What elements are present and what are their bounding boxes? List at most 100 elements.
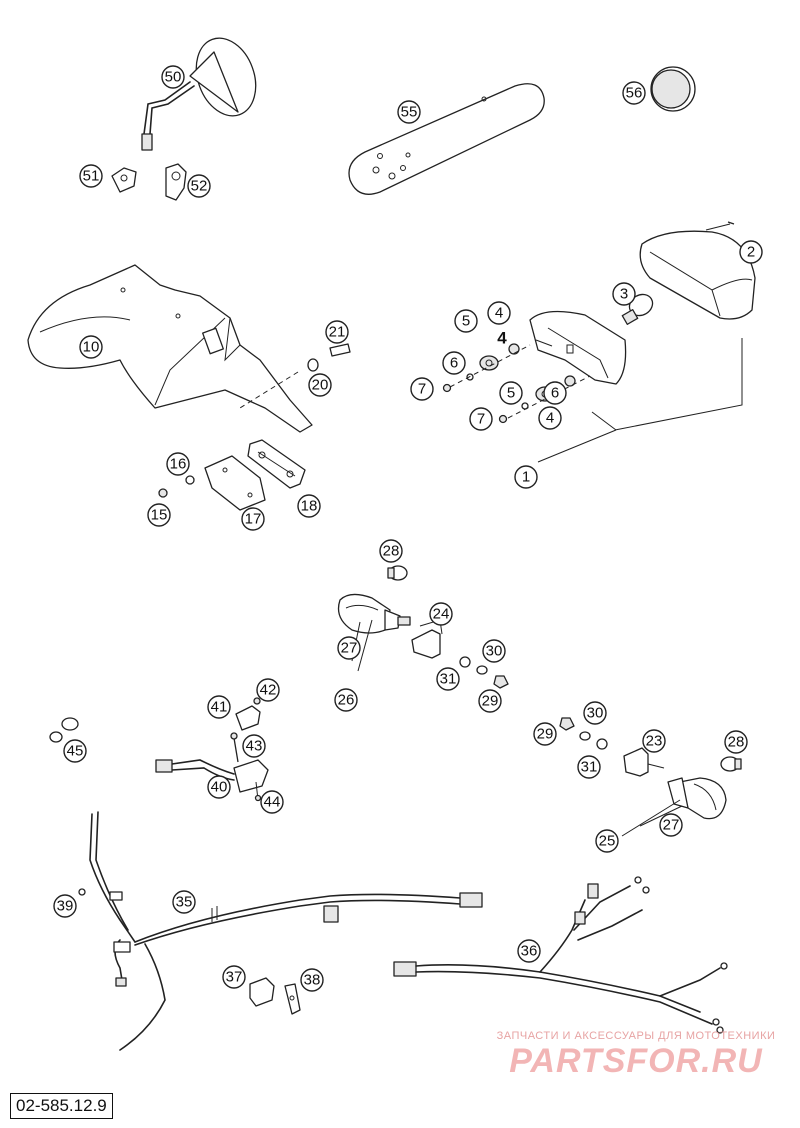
callout-number: 23	[646, 733, 663, 750]
callout-18: 18	[297, 494, 321, 518]
tail-light-part	[639, 221, 756, 320]
callout-circle	[442, 351, 466, 375]
callout-circle	[469, 407, 493, 431]
callout-28: 28	[724, 730, 748, 754]
callout-24: 24	[429, 602, 453, 626]
callout-number: 38	[304, 972, 321, 989]
callout-6: 6	[442, 351, 466, 375]
callout-circle	[517, 939, 541, 963]
callout-41: 41	[207, 695, 231, 719]
callout-circle	[454, 309, 478, 333]
callout-number: 45	[67, 743, 84, 760]
callout-number: 50	[165, 69, 182, 86]
callout-5: 5	[454, 309, 478, 333]
callout-circle	[79, 164, 103, 188]
callout-circle	[577, 755, 601, 779]
callout-circle	[242, 734, 266, 758]
callout-circle	[172, 890, 196, 914]
number-plate-part	[348, 83, 545, 195]
callout-21: 21	[325, 320, 349, 344]
callout-number: 20	[312, 377, 329, 394]
callout-number: 52	[191, 178, 208, 195]
callout-number: 18	[301, 498, 318, 515]
callout-39: 39	[53, 894, 77, 918]
rear-fender-part	[27, 264, 313, 433]
callout-number: 24	[433, 606, 450, 623]
callout-circle	[595, 829, 619, 853]
wiring-harness-rear-part	[393, 876, 728, 1034]
callout-5: 5	[499, 381, 523, 405]
callout-circle	[410, 377, 434, 401]
callout-30: 30	[482, 639, 506, 663]
callout-26: 26	[334, 688, 358, 712]
callout-number: 4	[495, 305, 503, 322]
callout-number: 10	[83, 339, 100, 356]
callout-circle	[436, 667, 460, 691]
callout-circle	[379, 539, 403, 563]
callout-circle	[222, 965, 246, 989]
callout-40: 40	[207, 775, 231, 799]
callout-number: 26	[338, 692, 355, 709]
callout-number: 4	[546, 410, 554, 427]
callout-number: 15	[151, 507, 168, 524]
callout-1: 1	[514, 465, 538, 489]
callout-circle	[642, 729, 666, 753]
callout-number: 6	[551, 385, 559, 402]
callout-number: 3	[620, 286, 628, 303]
callout-circle	[334, 688, 358, 712]
callout-44: 44	[260, 790, 284, 814]
callout-56: 56	[622, 81, 646, 105]
callout-circle	[241, 507, 265, 531]
callout-10: 10	[79, 335, 103, 359]
callout-circle	[429, 602, 453, 626]
callout-circle	[739, 240, 763, 264]
callout-circle	[63, 739, 87, 763]
callout-circle	[724, 730, 748, 754]
callout-36: 36	[517, 939, 541, 963]
callout-circle	[543, 381, 567, 405]
callout-3: 3	[612, 282, 636, 306]
callout-number: 29	[537, 726, 554, 743]
callout-28: 28	[379, 539, 403, 563]
callout-circle	[337, 636, 361, 660]
callout-4: 4	[487, 301, 511, 325]
callout-circle	[583, 701, 607, 725]
bulb-part	[621, 293, 654, 325]
callout-circle	[207, 695, 231, 719]
callout-circle	[478, 689, 502, 713]
callout-52: 52	[187, 174, 211, 198]
callout-circle	[53, 894, 77, 918]
watermark: ЗАПЧАСТИ И АКСЕССУАРЫ ДЛЯ МОТОТЕХНИКИ PA…	[486, 1030, 786, 1080]
callout-number: 7	[418, 381, 426, 398]
callout-number: 16	[170, 456, 187, 473]
indicator-bulb-part	[387, 565, 742, 772]
callout-42: 42	[256, 678, 280, 702]
callout-number: 28	[728, 734, 745, 751]
callout-number: 1	[522, 469, 530, 486]
callout-number: 39	[57, 898, 74, 915]
light-housing-part	[529, 310, 627, 385]
callout-circle	[325, 320, 349, 344]
callout-number: 40	[211, 779, 228, 796]
indicator-bracket-right-part	[623, 747, 665, 777]
callout-circle	[487, 301, 511, 325]
callout-50: 50	[161, 65, 185, 89]
callout-number: 6	[450, 355, 458, 372]
mirror-clamp-part	[111, 163, 187, 201]
callout-circle	[300, 968, 324, 992]
callout-31: 31	[436, 667, 460, 691]
indicator-left-part	[337, 593, 411, 634]
callout-43: 43	[242, 734, 266, 758]
reflector-part	[650, 66, 696, 112]
callout-circle	[397, 100, 421, 124]
wiring-harness-main-part	[78, 811, 483, 1051]
callout-circle	[499, 381, 523, 405]
callout-circle	[612, 282, 636, 306]
callout-number: 28	[383, 543, 400, 560]
callout-29: 29	[478, 689, 502, 713]
callout-circle	[297, 494, 321, 518]
callout-number: 31	[581, 759, 598, 776]
callout-number: 35	[176, 894, 193, 911]
